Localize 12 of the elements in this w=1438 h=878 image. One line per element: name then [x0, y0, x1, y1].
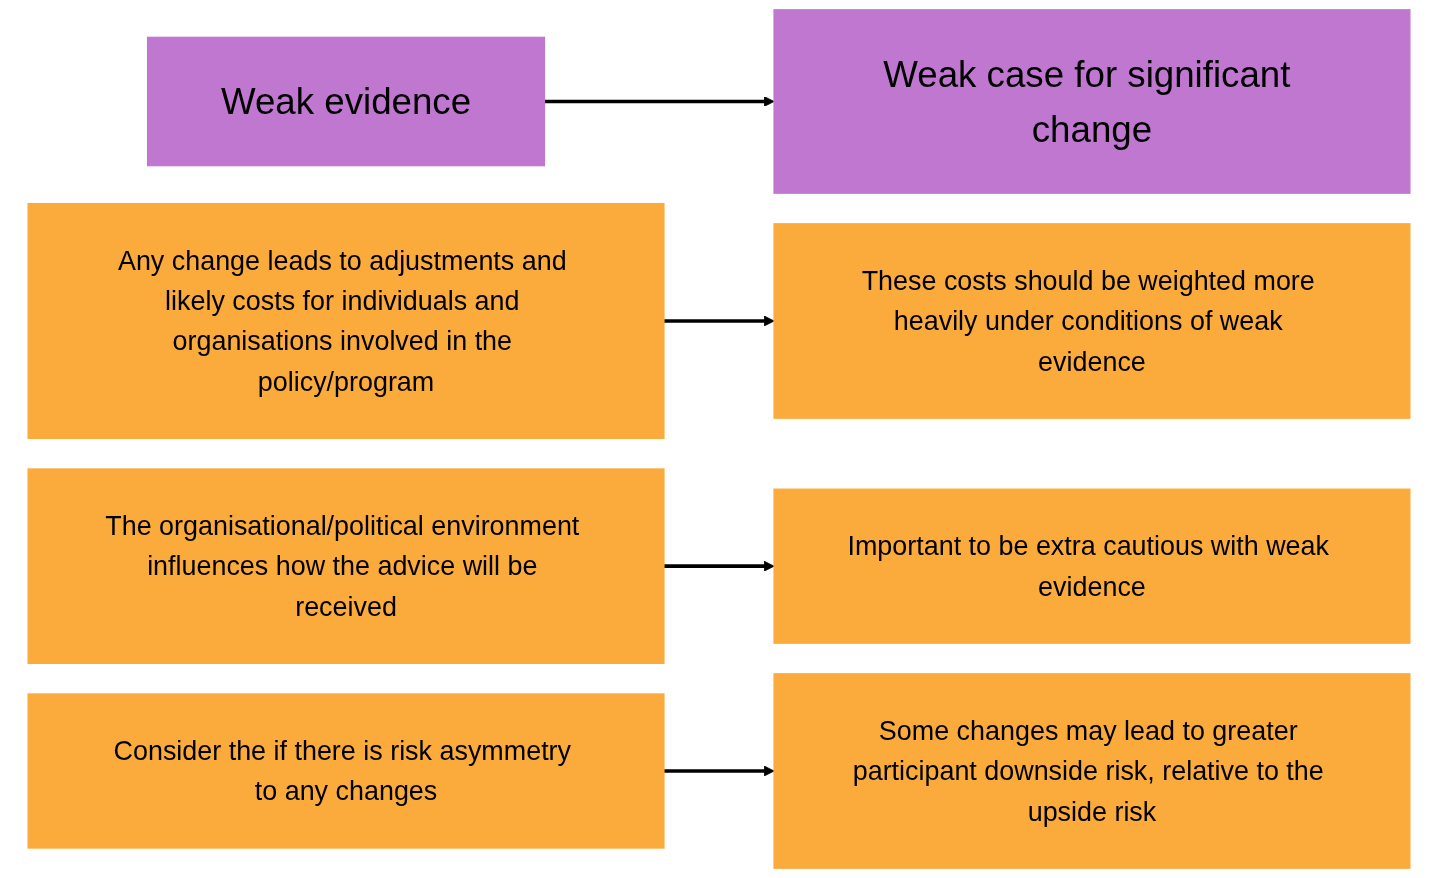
- node-box: Weak case for significant change: [773, 9, 1411, 194]
- node-box: Consider the if there is risk asymmetry to any changes: [27, 693, 665, 849]
- node-box: The organisational/political environment influences how the advice will be received: [27, 468, 665, 664]
- node-box: Weak evidence: [146, 36, 546, 167]
- node-box: Important to be extra cautious with weak evidence: [773, 488, 1411, 644]
- node-box: Any change leads to adjustments and likely costs for individuals and organisations involved in the policy/program: [27, 203, 665, 439]
- arrow: [663, 765, 775, 777]
- node-box: Some changes may lead to greater participant downside risk, relative to the upside risk: [773, 673, 1411, 869]
- node-box: These costs should be weighted more heavily under conditions of weak evidence: [773, 223, 1411, 419]
- arrow: [544, 96, 775, 107]
- arrow: [663, 560, 775, 572]
- arrow: [663, 315, 775, 327]
